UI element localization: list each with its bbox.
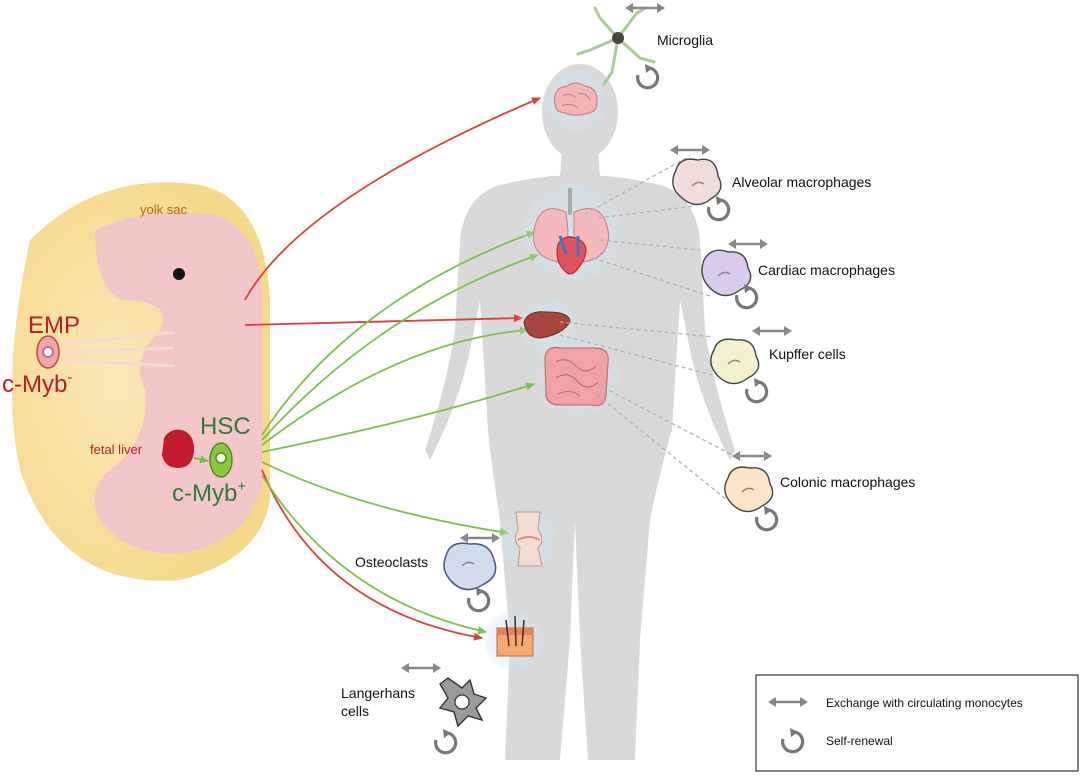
knee-joint-icon xyxy=(499,510,559,570)
fetal-liver-icon xyxy=(162,429,195,468)
microglia-exchange-icon xyxy=(623,1,667,15)
microglia-self-renewal-icon xyxy=(636,62,660,90)
cardiac-exchange-icon xyxy=(726,237,770,251)
arrow-to-lung xyxy=(261,231,536,436)
microglia-cell-icon xyxy=(576,6,656,86)
arrow-to-brain xyxy=(244,97,541,301)
embryo-illustration xyxy=(12,182,270,581)
lungs-heart-icon xyxy=(523,182,623,282)
osteoclasts-label: Osteoclasts xyxy=(355,554,428,570)
arrow-to-skin-red xyxy=(261,469,483,641)
colonic-self-renewal-icon xyxy=(755,504,779,532)
legend-box: Exchange with circulating monocytes Self… xyxy=(755,674,1079,772)
arrow-to-liver xyxy=(244,314,523,326)
intestine-icon xyxy=(535,333,619,417)
emp-label: EMP xyxy=(28,312,80,339)
cmyb-negative-label: c-Myb- xyxy=(2,369,72,398)
langerhans-label-line2: cells xyxy=(341,703,369,719)
yolk-sac-label: yolk sac xyxy=(140,202,187,217)
osteoclast-exchange-icon xyxy=(458,531,502,545)
emp-migration-lines xyxy=(61,330,176,368)
arrow-to-heart xyxy=(261,253,539,441)
cmyb-positive-label: c-Myb+ xyxy=(172,478,246,507)
alveolar-exchange-icon xyxy=(668,143,712,157)
kupffer-cell-icon xyxy=(710,338,760,385)
liver-to-hsc-arrow xyxy=(193,455,209,464)
colonic-macrophage-cell-icon xyxy=(724,466,774,513)
alveolar-macrophages-label: Alveolar macrophages xyxy=(732,174,871,190)
migration-arrows xyxy=(244,97,541,641)
colonic-macrophages-label: Colonic macrophages xyxy=(780,474,915,490)
kupffer-self-renewal-icon xyxy=(745,376,769,404)
alveolar-self-renewal-icon xyxy=(707,194,731,222)
hsc-label: HSC xyxy=(200,413,251,440)
arrow-to-bone xyxy=(261,461,509,536)
skin-section-icon xyxy=(484,610,544,670)
arrow-to-skin-green xyxy=(261,474,487,635)
emp-cell-icon xyxy=(36,335,60,369)
legend-exchange-label: Exchange with circulating monocytes xyxy=(826,696,1023,710)
langerhans-cell-icon xyxy=(438,677,488,728)
langerhans-exchange-icon xyxy=(399,661,443,675)
microglia-label: Microglia xyxy=(657,32,713,48)
arrow-to-liver-green xyxy=(261,326,529,446)
organ-cell-dashed-links xyxy=(559,155,739,501)
kupffer-exchange-icon xyxy=(750,324,794,338)
arrow-to-gut xyxy=(261,382,535,453)
brain-icon xyxy=(543,69,607,133)
alveolar-macrophage-cell-icon xyxy=(672,158,722,206)
legend-self-renewal-label: Self-renewal xyxy=(826,734,893,748)
cardiac-macrophages-label: Cardiac macrophages xyxy=(758,262,895,278)
kupffer-cells-label: Kupffer cells xyxy=(769,346,846,362)
osteoclast-cell-icon xyxy=(443,542,497,591)
hsc-cell-icon xyxy=(209,442,233,478)
fetal-liver-label: fetal liver xyxy=(90,442,143,457)
embryo-eye-icon xyxy=(173,268,185,280)
langerhans-label-line1: Langerhans xyxy=(341,685,415,701)
colonic-exchange-icon xyxy=(730,449,774,463)
osteoclast-self-renewal-icon xyxy=(467,585,491,613)
langerhans-self-renewal-icon xyxy=(434,727,458,755)
